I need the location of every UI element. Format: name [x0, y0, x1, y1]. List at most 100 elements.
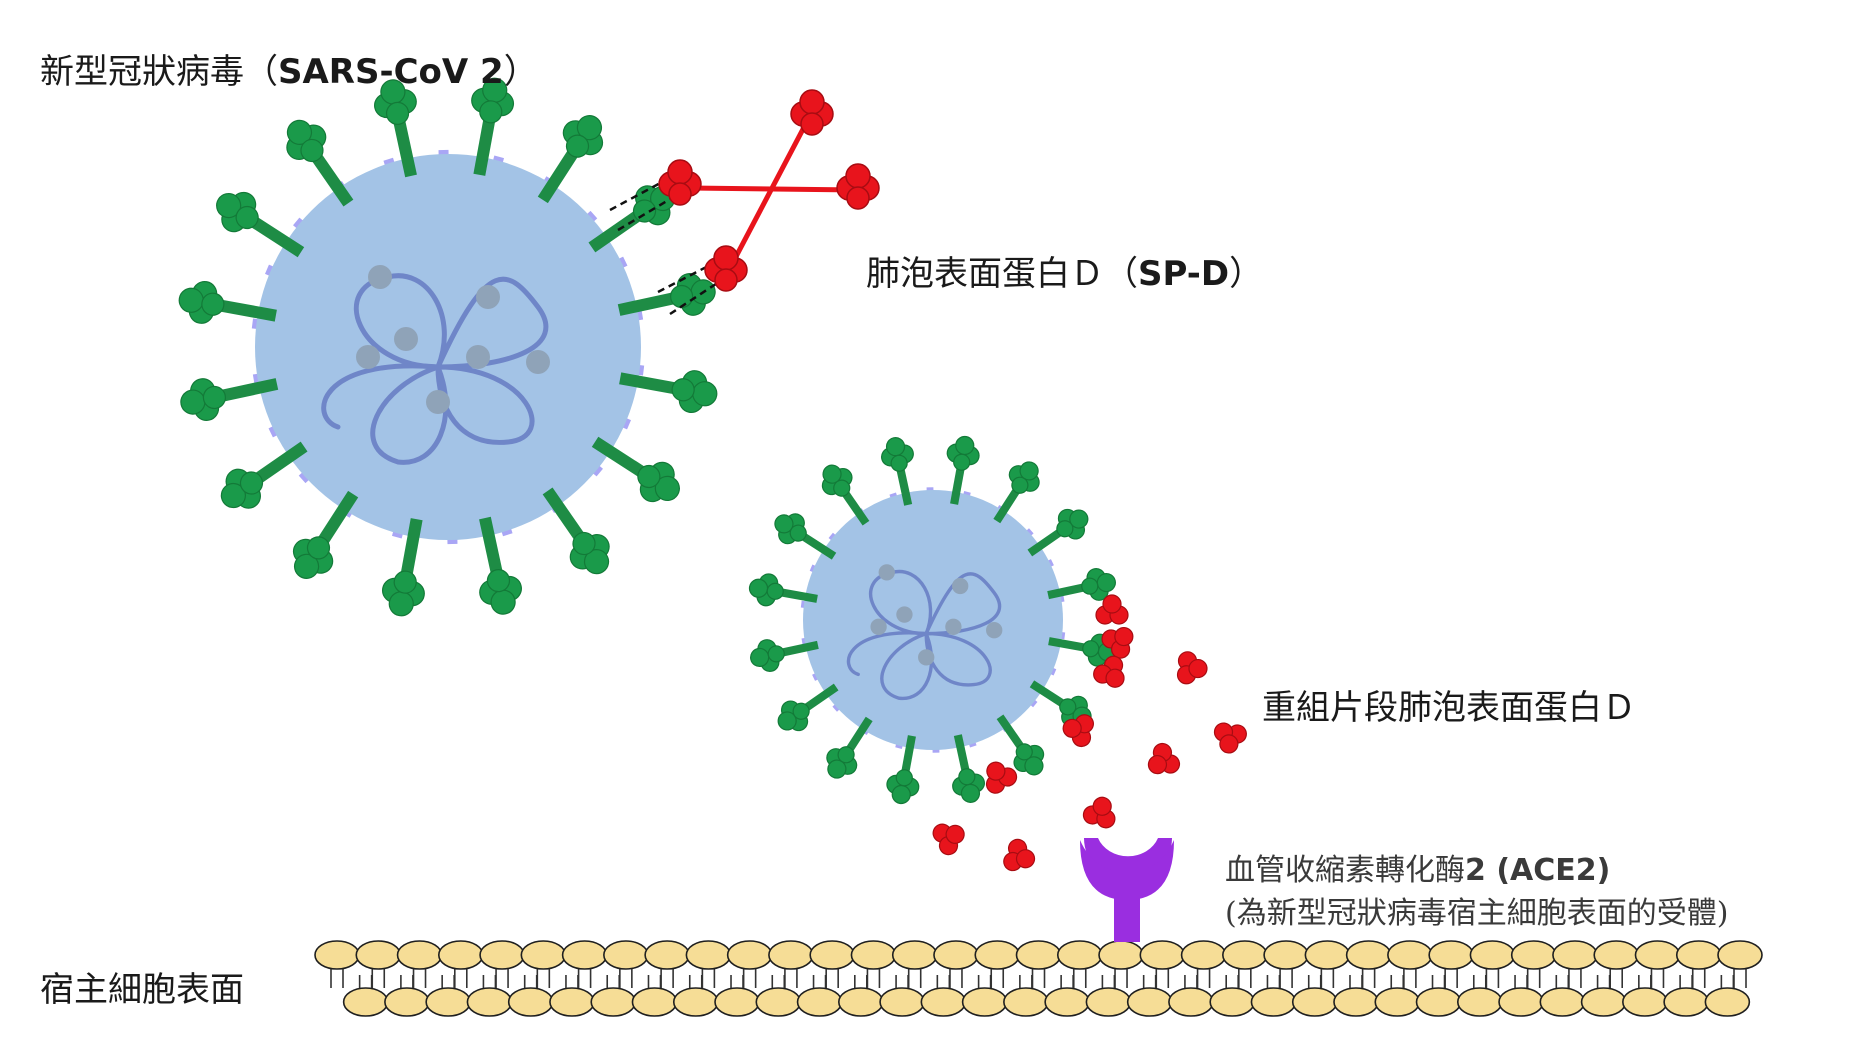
lipid-head-top: [1098, 940, 1144, 970]
large-coronavirus: [175, 74, 721, 620]
lipid-head-bottom: [466, 987, 513, 1017]
lipid-head-bottom: [549, 987, 595, 1017]
spike-stalk: [591, 436, 646, 478]
lipid-head-bottom: [1044, 987, 1090, 1017]
rna-strand: [880, 631, 934, 700]
spike-stalk: [537, 149, 579, 204]
ace2-label-en: 2 (ACE2): [1465, 853, 1611, 888]
spike-stalk: [779, 640, 819, 657]
lipid-head-top: [479, 940, 525, 970]
rfspd-fragment: [929, 815, 972, 859]
rna-node: [368, 265, 392, 289]
spike-stalk: [840, 489, 870, 526]
spike-stalk: [393, 119, 417, 178]
lipid-head-top: [974, 940, 1021, 970]
lipid-head-bottom: [838, 987, 884, 1017]
spike-protein: [175, 276, 229, 328]
lipid-head-bottom: [1622, 987, 1668, 1017]
lipid-head-bottom: [507, 987, 554, 1017]
lipid-head-bottom: [1704, 987, 1751, 1017]
spike-stalk: [254, 441, 308, 484]
lipid-head-top: [1222, 940, 1268, 970]
lipid-head-top: [437, 940, 484, 970]
spike-stalk: [953, 734, 970, 774]
lipid-head-top: [1593, 940, 1640, 970]
host-cell-surface-label: 宿主細胞表面: [40, 970, 244, 1010]
spike-protein: [627, 452, 690, 514]
ace2-note: (為新型冠狀病毒宿主細胞表面的受體): [1225, 896, 1729, 931]
virus-title-zh: 新型冠狀病毒（: [40, 52, 278, 92]
spike-stalk: [1048, 637, 1088, 652]
lipid-head-top: [396, 940, 443, 970]
spike-protein: [746, 635, 789, 676]
lipid-head-bottom: [1456, 987, 1503, 1017]
spike-stalk: [799, 532, 837, 560]
lipid-head-bottom: [1539, 987, 1586, 1017]
spd-label: 肺泡表面蛋白Ｄ（SP-D）: [866, 246, 1263, 295]
rfspd-label: 重組片段肺泡表面蛋白Ｄ: [1262, 688, 1636, 728]
lipid-bilayer-icon: [314, 940, 1763, 1017]
lipid-head-bottom: [796, 987, 843, 1017]
rfspd-fragment: [1080, 792, 1121, 831]
lipid-head-bottom: [1168, 987, 1214, 1017]
lipid-head-top: [685, 940, 732, 970]
spike-stalk: [250, 216, 305, 258]
lipid-head-top: [355, 940, 402, 970]
rfspd-fragment: [1000, 836, 1041, 878]
spike-stalk: [588, 210, 642, 253]
lipid-head-bottom: [1209, 987, 1255, 1017]
lipid-head-bottom: [425, 987, 471, 1017]
spike-protein: [475, 564, 527, 619]
rfspd-fragment: [1176, 650, 1209, 686]
rna-node: [870, 618, 887, 635]
lipid-head-bottom: [1291, 987, 1338, 1017]
spike-stalk: [317, 490, 359, 545]
spike-stalk: [219, 299, 277, 322]
lipid-head-bottom: [590, 987, 637, 1017]
spike-stalk: [1029, 680, 1067, 708]
lipid-head-top: [809, 940, 855, 970]
spike-stalk: [479, 516, 503, 575]
virus-title: 新型冠狀病毒（SARS-CoV 2）: [40, 44, 538, 93]
spike-protein: [206, 180, 269, 242]
lipid-head-top: [1675, 940, 1722, 970]
ace2-receptor-icon: [1080, 838, 1174, 942]
lipid-head-bottom: [961, 987, 1008, 1017]
spike-stalk: [1047, 583, 1087, 600]
rna-node: [918, 649, 935, 666]
spike-stalk: [778, 588, 818, 603]
lipid-head-top: [850, 940, 897, 970]
spike-protein: [877, 433, 918, 476]
rna-node: [356, 345, 380, 369]
lipid-head-top: [1717, 940, 1763, 970]
spike-protein: [1001, 454, 1049, 502]
spike-stalk: [896, 466, 913, 506]
lipid-head-bottom: [1415, 987, 1462, 1017]
lipid-head-bottom: [672, 987, 719, 1017]
rna-node: [986, 622, 1003, 639]
spike-protein: [817, 738, 865, 786]
lipid-head-top: [1428, 940, 1474, 970]
lipid-head-top: [561, 940, 608, 970]
spike-stalk: [1027, 527, 1064, 557]
lipid-head-top: [1263, 940, 1309, 970]
rna-node: [466, 345, 490, 369]
spd-label-close: ）: [1229, 254, 1264, 294]
spike-stalk: [617, 292, 676, 316]
spike-stalk: [950, 465, 965, 505]
lipid-head-bottom: [1085, 987, 1132, 1017]
spike-stalk: [845, 716, 873, 754]
rna-strand: [370, 364, 449, 465]
rna-strand: [321, 363, 441, 430]
lipid-head-top: [1304, 940, 1351, 970]
rna-node: [945, 618, 962, 635]
lipid-head-top: [768, 940, 814, 970]
lipid-head-bottom: [879, 987, 925, 1017]
lipid-head-top: [1634, 940, 1681, 970]
spike-protein: [746, 570, 787, 610]
spike-protein: [667, 366, 721, 418]
rna-node: [878, 564, 895, 581]
spike-stalk: [993, 486, 1021, 524]
spike-stalk: [542, 487, 585, 541]
lipid-head-top: [1552, 940, 1598, 970]
